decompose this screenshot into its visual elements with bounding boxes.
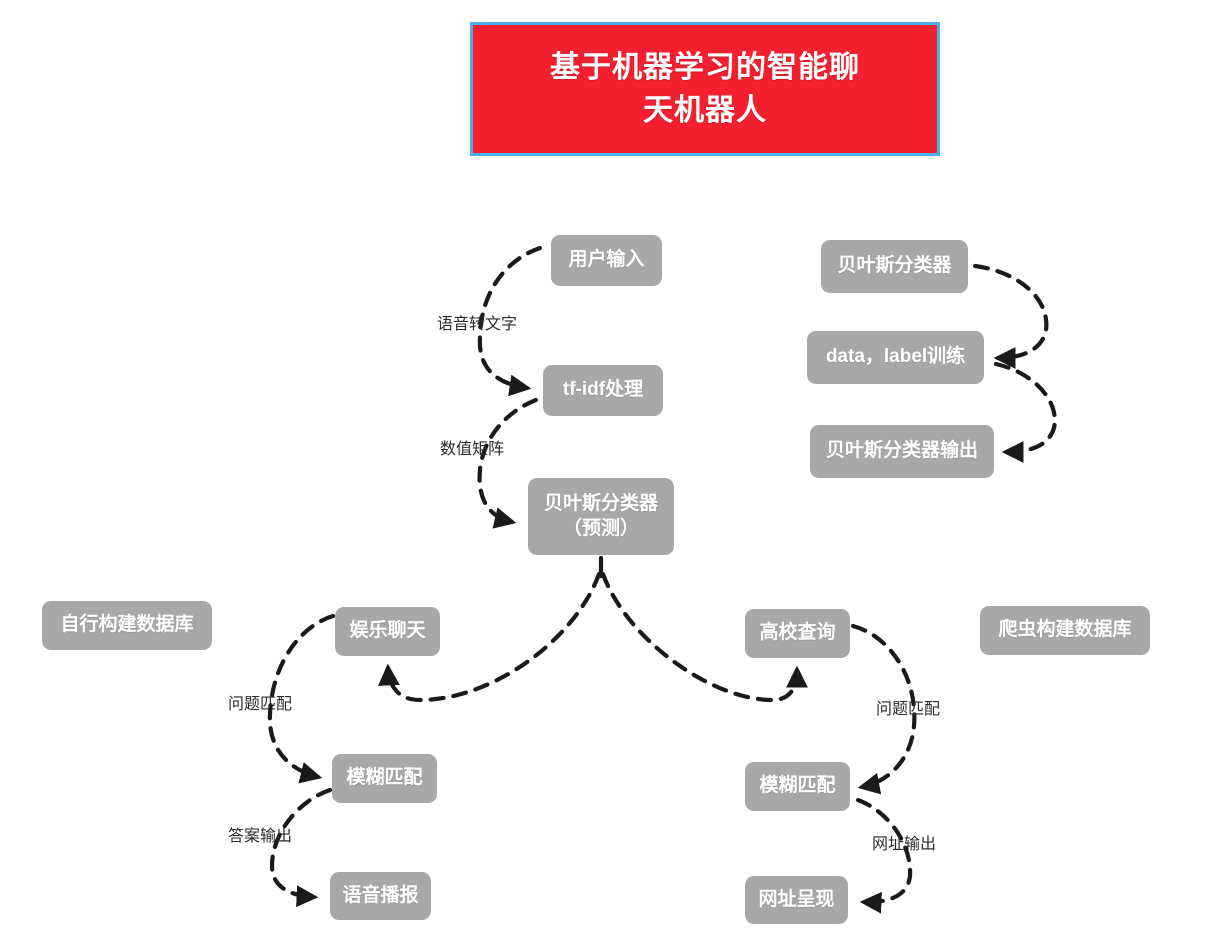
- node-user-input[interactable]: 用户输入: [551, 235, 662, 286]
- node-college-query[interactable]: 高校查询: [745, 609, 850, 658]
- diagram-title-banner: 基于机器学习的智能聊 天机器人: [470, 22, 940, 156]
- node-crawler-db[interactable]: 爬虫构建数据库: [980, 606, 1150, 655]
- edge-funchat-to-fuzzyleft: [267, 613, 336, 784]
- edge-train-to-output: [993, 361, 1057, 463]
- edge-label-url-output: 网址输出: [872, 836, 937, 853]
- node-voice-broadcast[interactable]: 语音播报: [330, 872, 431, 920]
- page-title: 基于机器学习的智能聊 天机器人: [550, 50, 860, 128]
- node-fuzzy-match-left[interactable]: 模糊匹配: [332, 754, 437, 803]
- node-tfidf[interactable]: tf-idf处理: [543, 365, 663, 416]
- node-bayes-classifier[interactable]: 贝叶斯分类器: [821, 240, 968, 293]
- node-fun-chat[interactable]: 娱乐聊天: [335, 607, 440, 656]
- edge-bayes-to-train: [972, 263, 1049, 369]
- node-fuzzy-match-right[interactable]: 模糊匹配: [745, 762, 850, 811]
- edge-tfidf-to-bayespredict: [477, 397, 539, 529]
- edge-predict-to-funchat: [377, 571, 602, 703]
- edge-college-to-fuzzyright: [850, 623, 917, 795]
- node-url-display[interactable]: 网址呈现: [745, 876, 848, 924]
- edge-fuzzyleft-to-voice: [269, 787, 333, 908]
- edge-label-answer-output: 答案输出: [228, 828, 293, 845]
- edge-label-question-match-left: 问题匹配: [228, 696, 293, 713]
- node-bayes-predict[interactable]: 贝叶斯分类器 （预测）: [528, 478, 674, 555]
- edge-fuzzyright-to-url: [855, 797, 913, 914]
- edge-predict-to-college: [600, 571, 808, 703]
- edge-userinput-to-tfidf: [477, 245, 543, 397]
- node-self-built-db[interactable]: 自行构建数据库: [42, 601, 212, 650]
- node-bayes-output[interactable]: 贝叶斯分类器输出: [810, 425, 994, 478]
- node-data-label-train[interactable]: data，label训练: [807, 331, 984, 384]
- edge-label-numeric-matrix: 数值矩阵: [440, 441, 505, 458]
- edge-label-speech-to-text: 语音转文字: [437, 316, 518, 333]
- edge-label-question-match-right: 问题匹配: [876, 701, 941, 718]
